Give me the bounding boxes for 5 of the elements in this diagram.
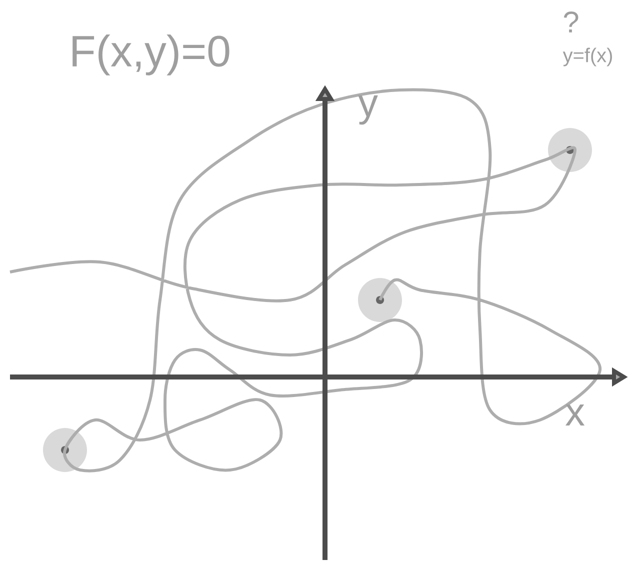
equation: F(x,y)=0 bbox=[72, 34, 230, 76]
equation: y=f(x) bbox=[562, 48, 612, 66]
axis-label: x bbox=[566, 404, 585, 426]
axis-label: y bbox=[358, 95, 378, 125]
question-mark: ? bbox=[564, 12, 578, 32]
